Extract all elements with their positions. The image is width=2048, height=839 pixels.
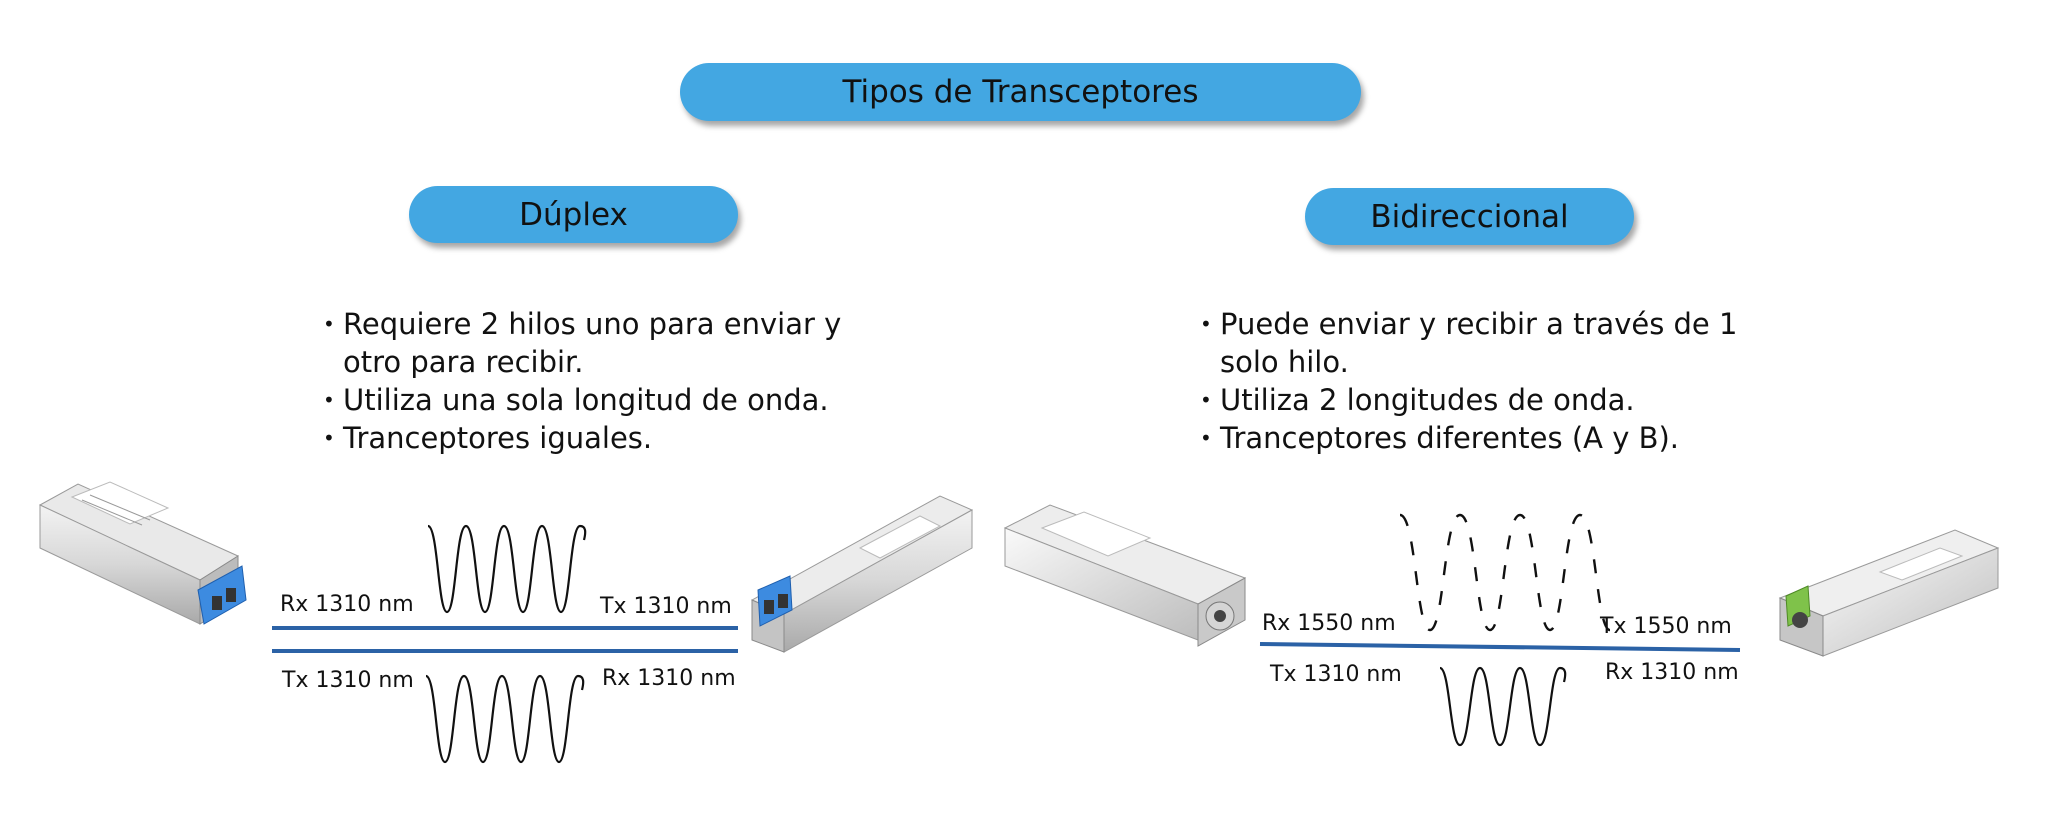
wavelength-wave: [424, 674, 585, 764]
page-title: Tipos de Transceptores: [842, 74, 1199, 110]
bidi-label-bottom-right: Rx 1310 nm: [1605, 660, 1739, 685]
duplex-title: Dúplex: [519, 196, 628, 233]
duplex-bullet: Requiere 2 hilos uno para enviar y otro …: [323, 305, 883, 381]
duplex-label-bottom-left: Tx 1310 nm: [282, 668, 414, 693]
bidi-bullet-list: Puede enviar y recibir a través de 1 sol…: [1200, 305, 1760, 457]
sfp-transceiver-icon: [1778, 529, 2000, 657]
wavelength-wave: [426, 524, 587, 614]
bidi-label-top-left: Rx 1550 nm: [1262, 611, 1396, 636]
wavelength-wave: [1438, 666, 1567, 747]
sfp-transceiver-icon: [38, 481, 247, 625]
duplex-bullet: Utiliza una sola longitud de onda.: [323, 381, 883, 419]
duplex-label-top-left: Rx 1310 nm: [280, 592, 414, 617]
sfp-transceiver-icon: [750, 495, 974, 653]
bidi-title: Bidireccional: [1370, 198, 1569, 235]
duplex-bullet: Tranceptores iguales.: [323, 419, 883, 457]
fiber-line: [1259, 642, 1741, 652]
sfp-transceiver-icon: [1003, 504, 1247, 647]
bidi-bullet: Puede enviar y recibir a través de 1 sol…: [1200, 305, 1760, 381]
bidi-label-bottom-left: Tx 1310 nm: [1270, 662, 1402, 687]
duplex-pill: Dúplex: [409, 186, 738, 243]
duplex-bullet-list: Requiere 2 hilos uno para enviar y otro …: [323, 305, 883, 457]
wavelength-wave-dashed: [1399, 513, 1611, 632]
title-pill: Tipos de Transceptores: [680, 63, 1361, 121]
duplex-label-top-right: Tx 1310 nm: [600, 594, 732, 619]
bidi-pill: Bidireccional: [1305, 188, 1634, 245]
duplex-label-bottom-right: Rx 1310 nm: [602, 666, 736, 691]
bidi-bullet: Tranceptores diferentes (A y B).: [1200, 419, 1760, 457]
bidi-bullet: Utiliza 2 longitudes de onda.: [1200, 381, 1760, 419]
bidi-label-top-right: Tx 1550 nm: [1600, 614, 1732, 639]
